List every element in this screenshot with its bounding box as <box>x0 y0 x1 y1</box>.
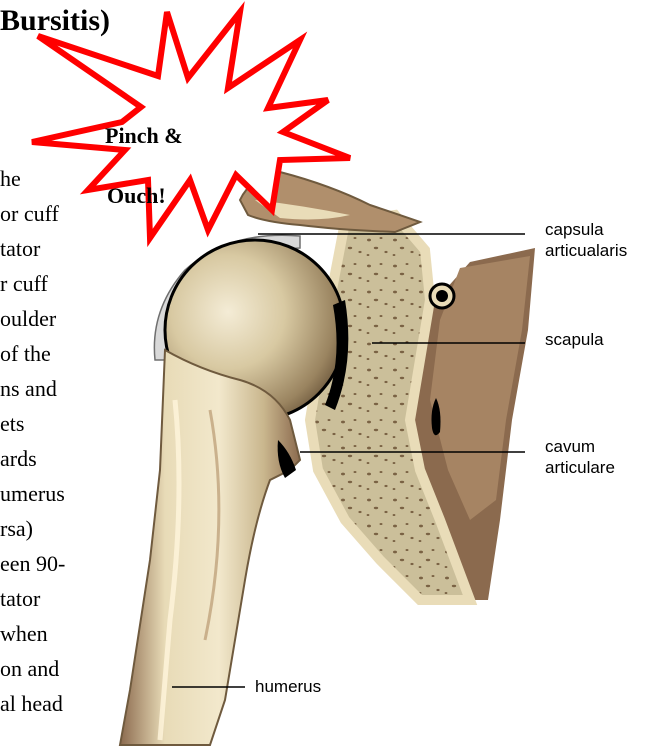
body-line: ets <box>0 413 24 435</box>
burst-line-1: Pinch & <box>105 121 183 151</box>
label-cavum: cavum <box>545 437 595 457</box>
body-line: or cuff <box>0 203 59 225</box>
body-line: of the <box>0 343 51 365</box>
body-line: he <box>0 168 21 190</box>
label-articualaris: articualaris <box>545 241 627 261</box>
body-line: al head <box>0 693 63 715</box>
label-humerus: humerus <box>255 677 321 697</box>
body-line: een 90- <box>0 553 65 575</box>
body-line: r cuff <box>0 273 48 295</box>
body-line: oulder <box>0 308 56 330</box>
body-line: ns and <box>0 378 57 400</box>
body-line: when <box>0 623 48 645</box>
body-line: umerus <box>0 483 65 505</box>
body-line: tator <box>0 588 40 610</box>
body-line: ards <box>0 448 37 470</box>
body-line: on and <box>0 658 59 680</box>
label-articulare: articulare <box>545 458 615 478</box>
label-capsula: capsula <box>545 220 604 240</box>
body-line: tator <box>0 238 40 260</box>
burst-caption: Pinch & Ouch! <box>105 91 183 241</box>
burst-line-2: Ouch! <box>107 181 183 211</box>
label-scapula: scapula <box>545 330 604 350</box>
body-line: rsa) <box>0 518 33 540</box>
